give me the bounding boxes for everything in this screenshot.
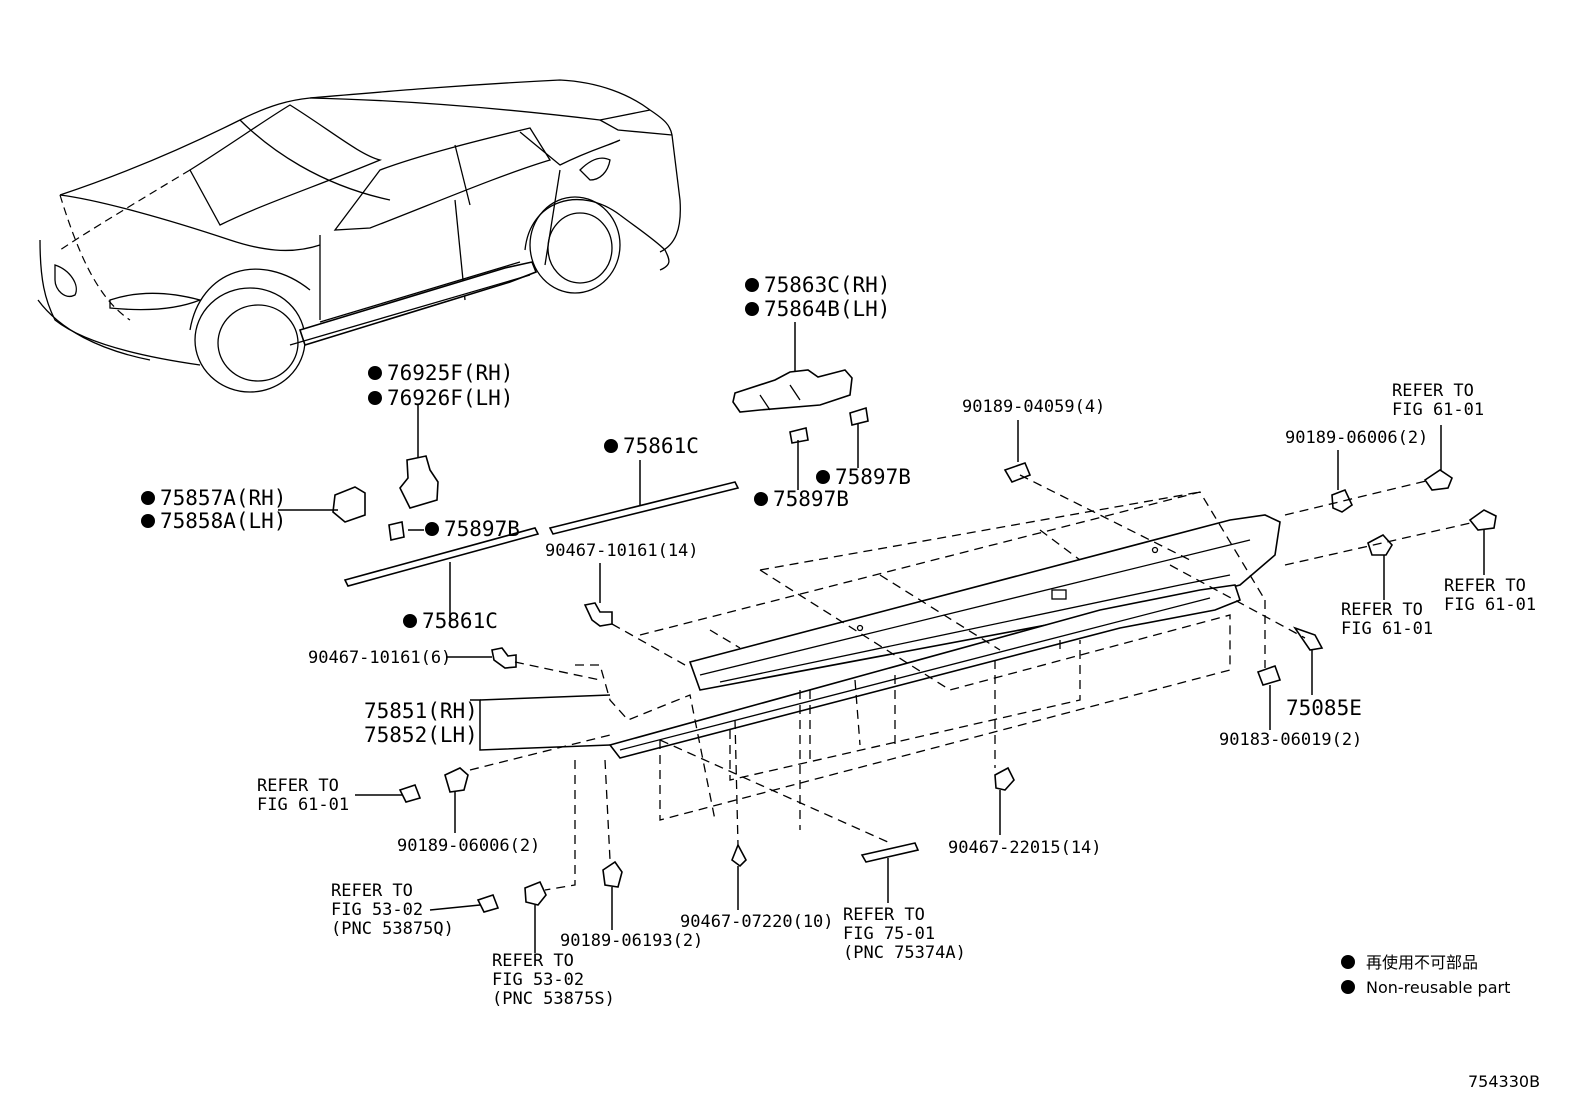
label-75858a: 75858A(LH): [160, 509, 286, 533]
reference-labels: REFER TO FIG 61-01 REFER TO FIG 61-01 RE…: [257, 381, 1536, 1009]
ref-left-line1: REFER TO: [257, 776, 339, 796]
label-75897b-left: 75897B: [444, 517, 520, 541]
label-75864b: 75864B(LH): [764, 297, 890, 321]
clip-90183-06019: [1256, 664, 1282, 686]
pad-75897b-c: [388, 521, 405, 541]
label-75861c-upper: 75861C: [623, 434, 699, 458]
bolt-top-right: [1423, 469, 1453, 491]
label-75861c-lower: 75861C: [422, 609, 498, 633]
label-75852: 75852(LH): [364, 723, 478, 747]
ref-75374a-line1: REFER TO: [843, 905, 925, 925]
bracket-75857a: [332, 486, 366, 523]
legend-jp: 再使用不可部品: [1366, 953, 1478, 972]
diagram-id: 754330B: [1468, 1072, 1540, 1091]
label-75897b-mid: 75897B: [773, 487, 849, 511]
label-75857a: 75857A(RH): [160, 486, 286, 510]
bolt-mid-right: [1468, 509, 1497, 531]
label-90189-06193: 90189-06193(2): [560, 931, 703, 951]
clip-90467-10161-upper: [583, 602, 613, 627]
ref-75374a-line2: FIG 75-01: [843, 924, 935, 944]
label-76925f: 76925F(RH): [387, 361, 513, 385]
legend: 再使用不可部品 Non-reusable part: [1366, 953, 1510, 997]
ref-75374a-line3: (PNC 75374A): [843, 943, 966, 963]
callout-labels: 75863C(RH) 75864B(LH) 76925F(RH) 76926F(…: [160, 273, 1428, 951]
ref-53875q-line1: REFER TO: [331, 881, 413, 901]
label-90467-10161-14: 90467-10161(14): [545, 541, 699, 561]
label-90189-06006-left: 90189-06006(2): [397, 836, 540, 856]
clip-90467-10161-left: [491, 647, 517, 669]
ref-53875q-line3: (PNC 53875Q): [331, 919, 454, 939]
label-90467-22015: 90467-22015(14): [948, 838, 1102, 858]
clip-90467-22015: [994, 766, 1015, 791]
pad-75897b-b: [849, 406, 869, 426]
label-75085e: 75085E: [1286, 696, 1362, 720]
label-75851: 75851(RH): [364, 699, 478, 723]
clip-mid-right: [1367, 533, 1393, 556]
label-75863c: 75863C(RH): [764, 273, 890, 297]
ref-mid-right-b-line2: FIG 61-01: [1444, 595, 1536, 615]
screw-left: [398, 783, 422, 803]
clip-90467-07220: [731, 843, 747, 868]
legend-en: Non-reusable part: [1366, 978, 1510, 997]
non-reusable-markers: [141, 278, 1355, 994]
clip-90189-06006-right: [1331, 488, 1354, 513]
ref-left-line2: FIG 61-01: [257, 795, 349, 815]
label-90467-07220: 90467-07220(10): [680, 912, 834, 932]
clip-90189-06193: [602, 860, 623, 888]
vehicle-illustration: [37, 79, 681, 393]
bracket-75863c: [732, 369, 853, 413]
ref-mid-right-a-line1: REFER TO: [1341, 600, 1423, 620]
ref-53875q-line2: FIG 53-02: [331, 900, 423, 920]
clip-53875s: [524, 880, 547, 906]
moulding-strip-lower: [343, 527, 540, 587]
moulding-strip-upper: [548, 481, 740, 535]
bracket-75374a: [860, 842, 920, 863]
ref-53875s-line2: FIG 53-02: [492, 970, 584, 990]
label-76926f: 76926F(LH): [387, 386, 513, 410]
bracket-76925f: [399, 455, 439, 509]
ref-53875s-line3: (PNC 53875S): [492, 989, 615, 1009]
ref-53875s-line1: REFER TO: [492, 951, 574, 971]
ref-mid-right-a-line2: FIG 61-01: [1341, 619, 1433, 639]
label-90189-04059: 90189-04059(4): [962, 397, 1105, 417]
pad-75897b-a: [789, 427, 809, 444]
label-90183-06019: 90183-06019(2): [1219, 730, 1362, 750]
clip-90189-06006-left: [444, 767, 469, 793]
ref-top-right-line1: REFER TO: [1392, 381, 1474, 401]
screw-53875q: [476, 893, 500, 913]
clip-90189-04059: [1003, 461, 1032, 483]
ref-top-right-line2: FIG 61-01: [1392, 400, 1484, 420]
ref-mid-right-b-line1: REFER TO: [1444, 576, 1526, 596]
screw-75085e: [1292, 626, 1324, 651]
label-75897b-right: 75897B: [835, 465, 911, 489]
assembly-lines: [469, 474, 1476, 891]
label-90189-06006-right: 90189-06006(2): [1285, 428, 1428, 448]
leader-lines: [278, 322, 1485, 953]
rocker-panel-assembly: [608, 514, 1281, 759]
label-90467-10161-6: 90467-10161(6): [308, 648, 451, 668]
